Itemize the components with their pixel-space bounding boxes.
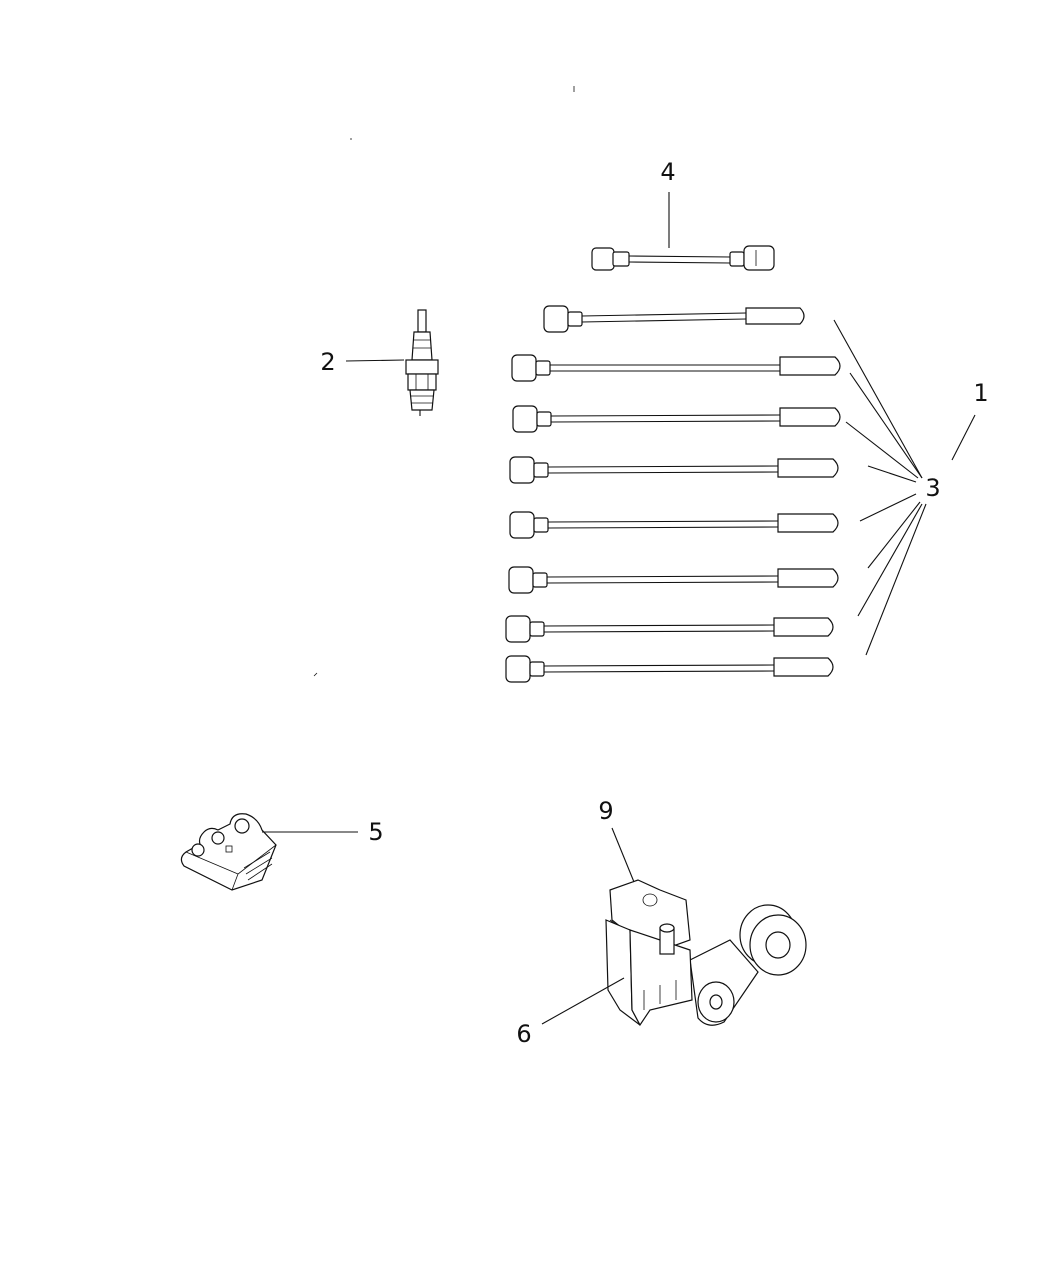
wire-separator-clip	[180, 813, 277, 891]
callout-2: 2	[320, 348, 336, 376]
leader-3-fan	[833, 319, 927, 656]
spark-plug-wire-set	[505, 305, 841, 683]
spark-plug	[405, 309, 439, 416]
spark-plug-wire	[512, 405, 841, 433]
callout-6: 6	[516, 1020, 532, 1048]
spark-plug-wire	[543, 305, 805, 333]
scan-specks	[313, 86, 575, 677]
ignition-coil-assembly	[605, 879, 807, 1027]
spark-plug-wire	[511, 354, 841, 382]
spark-plug-wire	[505, 655, 834, 683]
leader-9	[611, 827, 635, 883]
leader-2	[345, 359, 405, 362]
leader-1	[951, 414, 976, 461]
callout-5: 5	[368, 818, 384, 846]
callout-3: 3	[925, 474, 941, 502]
coil-wire	[591, 245, 775, 271]
callout-9: 9	[598, 797, 614, 825]
leader-6	[541, 977, 625, 1025]
callout-1: 1	[973, 379, 989, 407]
spark-plug-wire	[505, 615, 834, 643]
leader-lines	[262, 192, 976, 1025]
spark-plug-wire	[509, 511, 839, 539]
spark-plug-wire	[509, 456, 839, 484]
callout-4: 4	[660, 158, 676, 186]
spark-plug-wire	[508, 566, 839, 594]
